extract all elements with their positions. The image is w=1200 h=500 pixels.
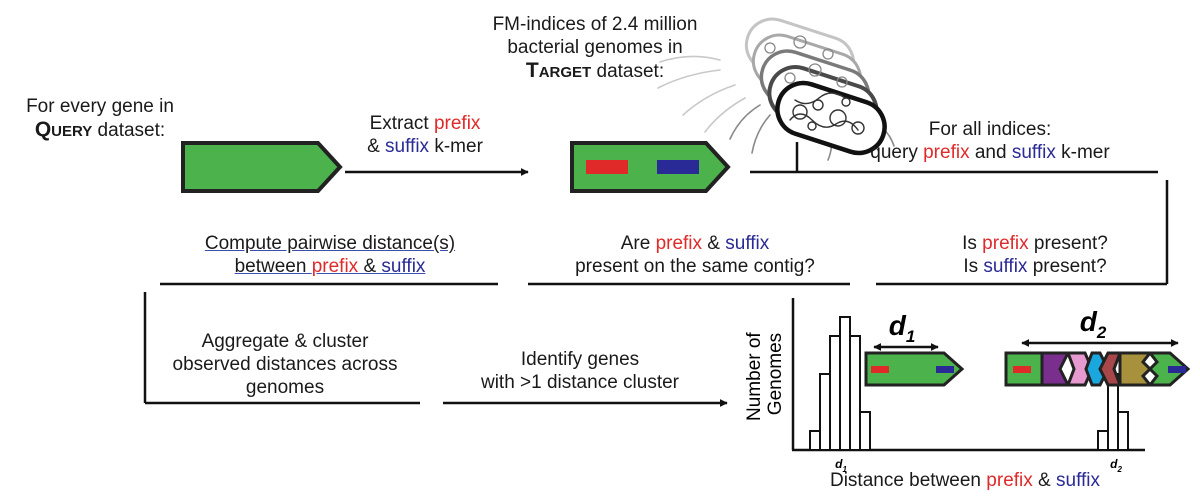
query-dataset-caption: For every gene in Query dataset: — [5, 95, 195, 142]
x-axis-label: Distance between prefix & suffix — [829, 470, 1101, 491]
identify-step-label: Identify genes with >1 distance cluster — [450, 348, 710, 394]
contig-step-label: Are prefix & suffix present on the same … — [550, 232, 840, 278]
d2-label: d2 — [1080, 306, 1107, 342]
d1-prefix-kmer — [871, 366, 889, 373]
distance-line1: Compute pairwise distance(s) — [204, 233, 456, 254]
identify-line2: with >1 distance cluster — [480, 372, 679, 393]
contig-prefix-word: prefix — [655, 233, 703, 254]
query-caption-suffix: dataset: — [92, 120, 166, 141]
presence-line2: Is suffix present? — [963, 256, 1107, 277]
presence-prefix-word: prefix — [982, 233, 1029, 254]
query-gene-arrow — [181, 141, 343, 193]
histogram-bar — [829, 335, 841, 451]
presence-suffix-word: suffix — [983, 256, 1028, 277]
target-caption-line2: bacterial genomes in — [507, 37, 683, 58]
d2-gene-arrow — [1004, 351, 1191, 387]
distance-prefix-word: prefix — [311, 256, 359, 277]
d1-tick-label: d1 — [835, 457, 847, 474]
distance-step-label: Compute pairwise distance(s) between pre… — [185, 232, 475, 278]
histogram-bar — [859, 411, 871, 451]
d2-prefix-kmer — [1013, 366, 1031, 373]
contig-suffix-word: suffix — [725, 233, 770, 254]
extract-line1: Extract prefix — [369, 113, 481, 134]
query-caption-line1: For every gene in — [26, 96, 174, 117]
contig-line2: present on the same contig? — [575, 256, 815, 277]
presence-line1: Is prefix present? — [962, 233, 1108, 254]
prefix-kmer — [586, 160, 628, 174]
d1-gene-arrow — [864, 351, 965, 387]
histogram-bar — [809, 430, 821, 451]
extract-step-label: Extract prefix & suffix k-mer — [345, 112, 505, 158]
aggregate-line1: Aggregate & cluster — [201, 331, 369, 352]
histogram-bar — [1117, 411, 1129, 451]
xaxis-suffix-word: suffix — [1056, 470, 1101, 491]
target-dataset-caption: FM-indices of 2.4 million bacterial geno… — [455, 13, 735, 83]
presence-step-label: Is prefix present? Is suffix present? — [930, 232, 1140, 278]
flow-connectors — [143, 142, 1169, 405]
distance-suffix-word: suffix — [381, 256, 426, 277]
query-indices-line2: query prefix and suffix k-mer — [870, 142, 1110, 163]
aggregate-line3: genomes — [245, 377, 325, 398]
identify-line1: Identify genes — [520, 349, 640, 370]
d2-suffix-kmer — [1168, 366, 1186, 373]
target-caption-suffix: dataset: — [591, 61, 665, 82]
query-keyword: Query — [34, 118, 93, 141]
extract-line2: & suffix k-mer — [367, 136, 483, 157]
target-caption-line3: Target dataset: — [455, 59, 735, 83]
gene-with-kmers — [570, 141, 731, 193]
query-prefix-word: prefix — [923, 142, 970, 163]
aggregate-line2: observed distances across — [172, 354, 398, 375]
histogram-bar — [849, 335, 861, 451]
query-indices-line1: For all indices: — [928, 119, 1052, 140]
suffix-kmer — [657, 160, 699, 174]
target-keyword: Target — [525, 59, 592, 82]
histogram-cluster-d1 — [809, 316, 871, 451]
xaxis-prefix-word: prefix — [986, 470, 1033, 491]
query-indices-step-label: For all indices: query prefix and suffix… — [810, 118, 1170, 164]
histogram-bar — [1097, 430, 1109, 451]
extract-prefix-word: prefix — [433, 113, 481, 134]
contig-line1: Are prefix & suffix — [620, 233, 770, 254]
d1-label: d1 — [889, 310, 916, 346]
query-suffix-word: suffix — [1011, 142, 1056, 163]
distance-line2: between prefix & suffix — [234, 256, 426, 277]
histogram-bar — [819, 373, 831, 451]
aggregate-step-label: Aggregate & cluster observed distances a… — [155, 330, 415, 399]
d1-suffix-kmer — [936, 366, 954, 373]
histogram-bar — [839, 316, 851, 451]
query-caption-line2: Query dataset: — [5, 118, 195, 142]
bacteria-icon — [657, 17, 895, 161]
y-axis-label: Number of Genomes — [744, 327, 786, 421]
extract-suffix-word: suffix — [385, 136, 430, 157]
d2-tick-label: d2 — [1110, 457, 1122, 474]
target-caption-line1: FM-indices of 2.4 million — [492, 14, 698, 35]
